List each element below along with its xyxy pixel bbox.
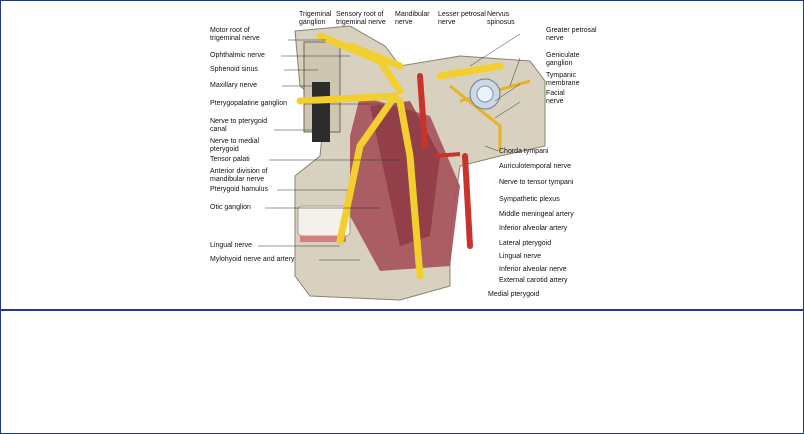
label-sensory-root: Sensory root of trigeminal nerve (336, 11, 386, 26)
label-inf-alveolar-artery: Inferior alveolar artery (499, 225, 568, 232)
label-auriculotemporal: Auriculotemporal nerve (499, 163, 571, 170)
label-mylohyoid: Mylohyoid nerve and artery (210, 256, 295, 263)
label-chorda-tympani: Chorda tympani (499, 148, 549, 155)
label-geniculate: Geniculate ganglion (546, 52, 580, 67)
label-lesser-petrosal: Lesser petrosal nerve (438, 11, 486, 26)
anatomy-illustration (258, 25, 546, 301)
label-ophthalmic: Ophthalmic nerve (210, 52, 265, 59)
label-sympathetic: Sympathetic plexus (499, 196, 560, 203)
label-trigeminal-ganglion: Trigeminal ganglion (299, 11, 332, 26)
label-lingual-left: Lingual nerve (210, 242, 253, 249)
label-anterior-division: Anterior division of mandibular nerve (210, 168, 268, 183)
label-pterygoid-hamulus: Pterygoid hamulus (210, 186, 268, 193)
label-lingual-right: Lingual nerve (499, 253, 542, 260)
label-tensor-tympani: Nerve to tensor tympani (499, 179, 574, 186)
label-lateral-pterygoid: Lateral pterygoid (499, 240, 552, 247)
label-external-carotid: External carotid artery (499, 277, 568, 284)
panel-divider (0, 309, 804, 311)
label-inf-alveolar-nerve: Inferior alveolar nerve (499, 266, 567, 273)
label-sphenoid-sinus: Sphenoid sinus (210, 66, 258, 73)
label-facial-nerve: Facial nerve (546, 90, 565, 105)
label-mandibular-nerve: Mandibular nerve (395, 11, 430, 26)
label-middle-meningeal: Middle meningeal artery (499, 211, 574, 218)
label-greater-petrosal: Greater petrosal nerve (546, 27, 597, 42)
label-medial-pterygoid: Medial pterygoid (488, 291, 540, 298)
label-motor-root: Motor root of trigeminal nerve (210, 27, 260, 42)
label-pterygopalatine: Pterygopalatine ganglion (210, 100, 288, 107)
label-medial-pterygoid-nerve: Nerve to medial pterygoid (210, 138, 260, 153)
label-otic-ganglion: Otic ganglion (210, 204, 251, 211)
label-tensor-palati: Tensor palati (210, 156, 250, 163)
label-pterygoid-canal: Nerve to pterygoid canal (210, 118, 268, 133)
label-nervus-spinosus: Nervus spinosus (487, 11, 515, 26)
label-maxillary: Maxillary nerve (210, 82, 258, 89)
label-tympanic-membrane: Tympanic membrane (546, 72, 580, 87)
